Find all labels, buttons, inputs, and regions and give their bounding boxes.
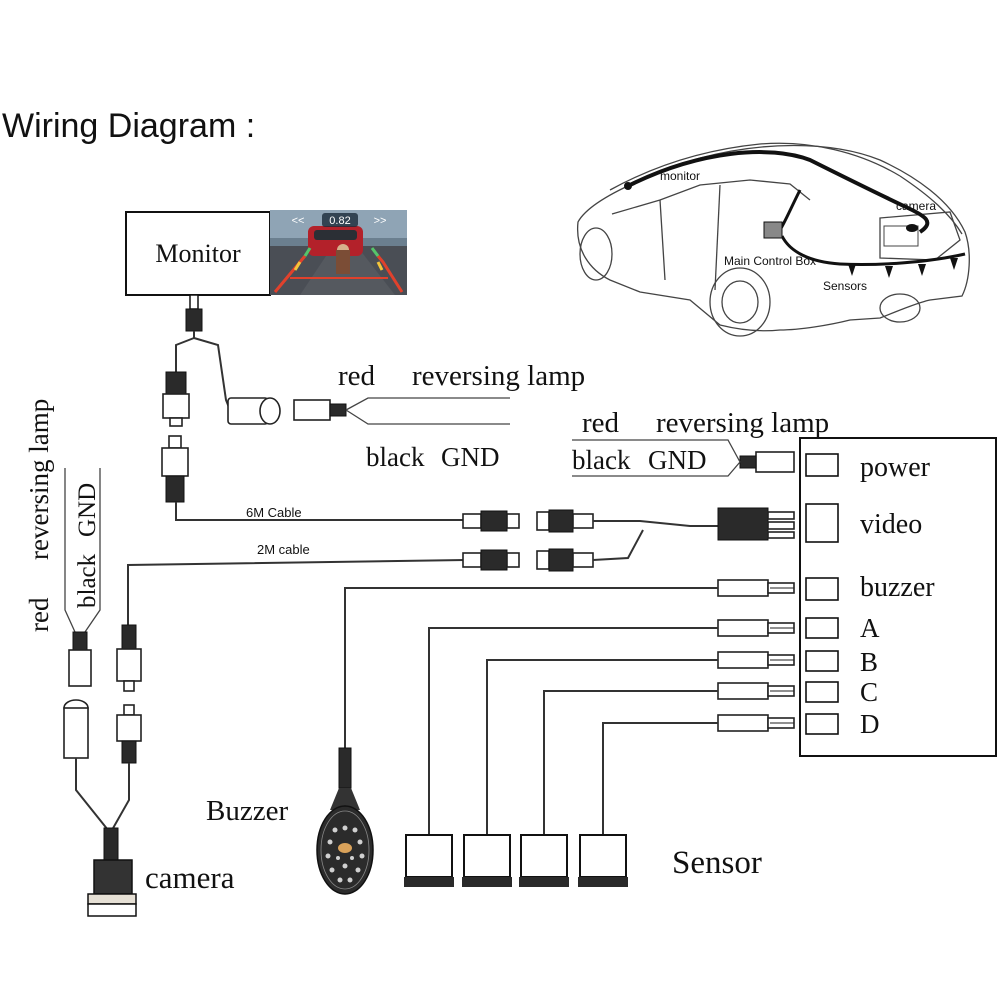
camera-unit [87,827,137,917]
sensor-a-plug [717,619,795,637]
sensor-c [519,834,569,887]
camera-power-red-label: red [24,597,54,632]
monitor-power-black-label: black [366,442,425,472]
port-c-socket [805,681,839,703]
camera-power-black-desc: GND [74,483,101,537]
car-main-control-box-label: Main Control Box [724,254,816,268]
monitor-power-connector [227,397,347,425]
sensor-d [578,834,628,887]
camera-power-connector [63,631,92,759]
port-d-label: D [860,709,880,739]
camera-label: camera [145,860,235,895]
monitor-screen-image: 0.82 << >> [270,210,407,295]
camera-power-red-desc: reversing lamp [24,399,54,560]
monitor-power-labels: red reversing lamp black GND [338,360,585,472]
port-b-label: B [860,647,878,677]
car-sensors-label: Sensors [823,279,867,293]
port-power-socket [805,453,839,477]
port-c-label: C [860,677,878,707]
sensor-b-plug [717,651,795,669]
box-power-red-desc: reversing lamp [656,407,829,439]
buzzer-plug [717,579,795,597]
box-power-black-label: black [572,445,631,475]
sensor-label: Sensor [672,845,762,881]
monitor-label: Monitor [155,239,241,268]
cable-6m-label: 6M Cable [246,505,302,520]
box-power-connector [739,451,795,473]
car-monitor-label: monitor [660,169,700,183]
cable-2m-label: 2M cable [257,542,310,557]
sensor-b [462,834,512,887]
sensor-d-plug [717,714,795,732]
port-d-socket [805,713,839,735]
port-a-label: A [860,613,880,643]
diagram-title: Wiring Diagram : [2,107,255,145]
car-illustration: monitor camera Main Control Box Sensors [576,142,970,337]
sensor-c-plug [717,682,795,700]
buzzer-label: Buzzer [206,795,288,827]
port-video-socket [805,503,839,543]
camera-power-labels: red reversing lamp black GND [24,399,101,632]
monitor-frame [125,211,271,296]
cable-2m-connectors [462,548,594,572]
car-camera-label: camera [896,199,936,213]
video-junction [717,507,795,541]
sensor-a [404,834,454,887]
monitor-power-red-label: red [338,360,376,392]
port-b-socket [805,650,839,672]
port-buzzer-label: buzzer [860,572,935,603]
monitor-screen-left-arrows: << [292,215,305,227]
monitor-power-black-desc: GND [441,442,500,472]
cable-6m-connectors [462,509,594,533]
port-buzzer-socket [805,577,839,601]
box-power-red-label: red [582,407,620,439]
port-power-label: power [860,452,931,483]
box-power-labels: red reversing lamp black GND [572,407,829,475]
port-video-label: video [860,509,922,540]
camera-power-black-label: black [74,553,101,608]
monitor-video-connector [161,371,190,503]
monitor-power-red-desc: reversing lamp [412,360,585,392]
buzzer-unit [316,747,374,895]
camera-video-connector [116,624,142,764]
monitor-screen-right-arrows: >> [374,215,387,227]
port-a-socket [805,617,839,639]
box-power-black-desc: GND [648,445,707,475]
monitor: Monitor 0.82 << >> [125,210,407,332]
main-control-box: power video buzzer A B C D [799,437,997,757]
monitor-screen-readout: 0.82 [329,215,350,227]
